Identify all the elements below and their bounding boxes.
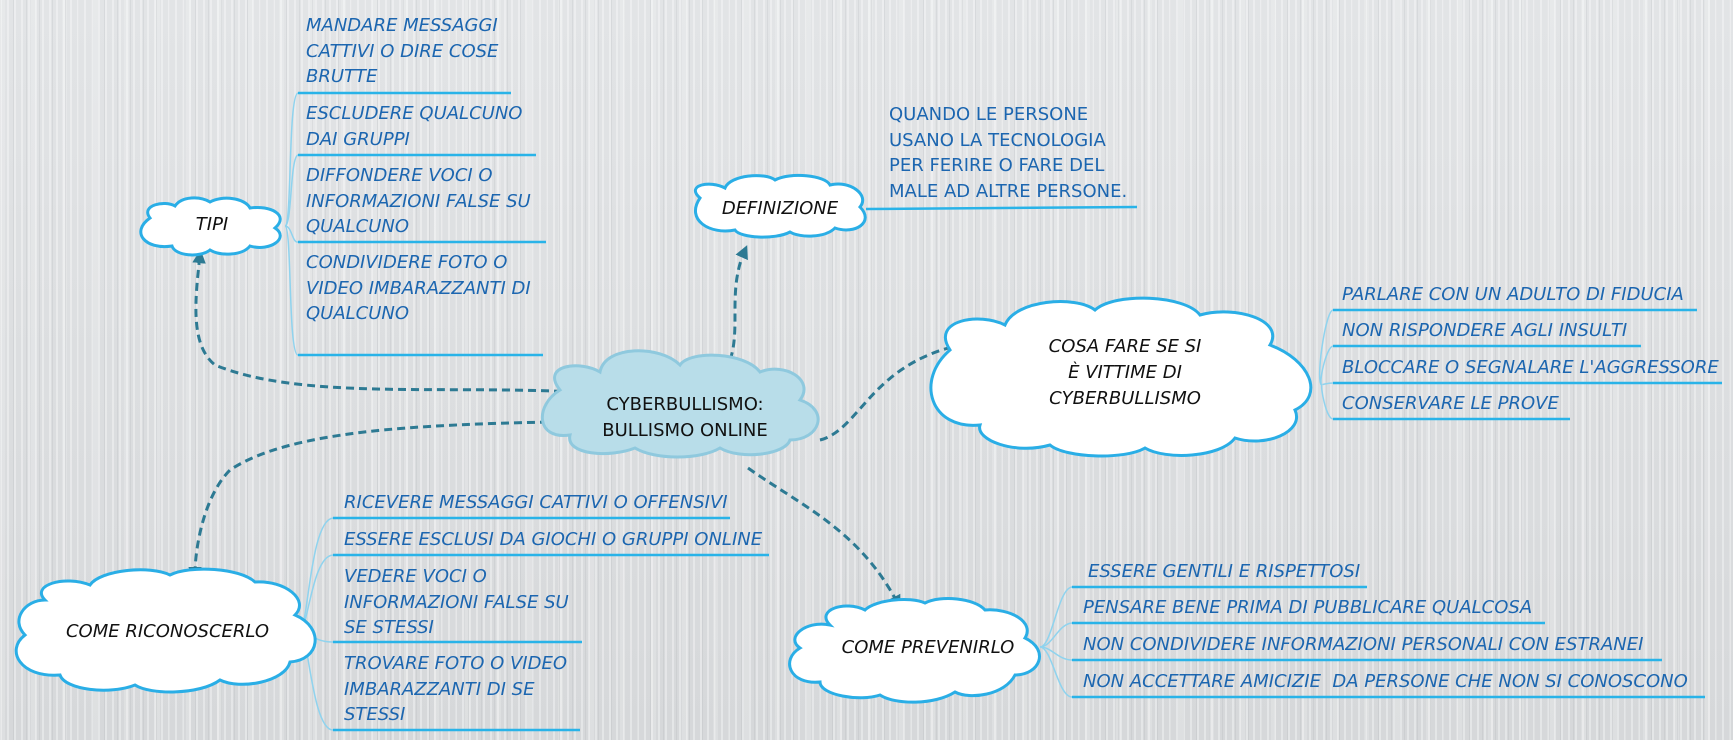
vittime-item-1: PARLARE CON UN ADULTO DI FIDUCIA [1342,284,1684,305]
definizione-text-line2: USANO LA TECNOLOGIA [889,129,1106,151]
riconoscerlo-node-label[interactable]: COME RICONOSCERLO [65,621,270,642]
riconoscerlo-branches [299,516,769,732]
tipi-item-3-line1: DIFFONDERE VOCI O [306,165,493,186]
connector-to-tipi [192,249,576,394]
riconoscerlo-item-3-line1: VEDERE VOCI O [344,566,487,587]
vittime-node-label[interactable]: COSA FARE SE SI È VITTIME DI CYBERBULLIS… [1030,334,1220,412]
tipi-item-1-line1: MANDARE MESSAGGI [306,15,498,36]
riconoscerlo-item-2: ESSERE ESCLUSI DA GIOCHI O GRUPPI ONLINE [344,529,763,550]
tipi-node-label[interactable]: TIPI [195,214,229,235]
definizione-text: QUANDO LE PERSONE USANO LA TECNOLOGIA PE… [889,102,1127,204]
branch-lines [284,91,1722,732]
riconoscerlo-item-3: VEDERE VOCI O INFORMAZIONI FALSE SU SE S… [344,564,569,641]
tipi-item-4: CONDIVIDERE FOTO O VIDEO IMBARAZZANTI DI… [306,250,531,327]
connector-to-prevenirlo [747,466,901,609]
tipi-item-1-line3: BRUTTE [306,66,378,87]
riconoscerlo-item-4-line1: TROVARE FOTO O VIDEO [344,653,567,674]
riconoscerlo-item-3-line3: SE STESSI [344,617,434,638]
vittime-cloud[interactable] [929,296,1313,458]
vittime-label-line2: È VITTIME DI [1068,362,1182,383]
tipi-item-4-line1: CONDIVIDERE FOTO O [306,252,508,273]
vittime-label-line1: COSA FARE SE SI [1048,336,1202,357]
prevenirlo-item-2: PENSARE BENE PRIMA DI PUBBLICARE QUALCOS… [1083,597,1533,618]
vittime-label-line3: CYBERBULLISMO [1049,388,1201,409]
prevenirlo-branches [1039,585,1705,699]
tipi-item-2-line2: DAI GRUPPI [306,128,410,150]
definizione-cloud[interactable] [693,173,867,239]
central-label-line2: BULLISMO ONLINE [602,420,768,441]
tipi-item-3-line2: INFORMAZIONI FALSE SU [306,190,531,212]
connector-to-definizione [723,245,748,373]
prevenirlo-item-1: ESSERE GENTILI E RISPETTOSI [1088,561,1361,582]
definizione-text-line1: QUANDO LE PERSONE [889,104,1089,125]
central-cloud[interactable] [541,349,820,459]
connector-to-riconoscerlo [188,420,549,581]
riconoscerlo-item-4-line2: IMBARAZZANTI DI SE [344,678,535,700]
prevenirlo-item-4: NON ACCETTARE AMICIZIE DA PERSONE CHE NO… [1083,671,1688,692]
tipi-item-3-line3: QUALCUNO [306,216,410,237]
tipi-item-2: ESCLUDERE QUALCUNO DAI GRUPPI [306,101,522,152]
definizione-text-line4: MALE AD ALTRE PERSONE. [889,180,1128,202]
riconoscerlo-item-3-line2: INFORMAZIONI FALSE SU [344,591,569,613]
prevenirlo-node-label[interactable]: COME PREVENIRLO [841,637,1015,658]
tipi-item-3: DIFFONDERE VOCI O INFORMAZIONI FALSE SU … [306,163,531,240]
vittime-item-2: NON RISPONDERE AGLI INSULTI [1342,320,1628,341]
connectors [188,245,966,609]
definizione-node-label[interactable]: DEFINIZIONE [721,198,839,219]
tipi-cloud[interactable] [139,196,282,257]
vittime-item-3: BLOCCARE O SEGNALARE L'AGGRESSORE [1342,357,1719,378]
tipi-item-2-line1: ESCLUDERE QUALCUNO [306,103,523,124]
tipi-item-4-line2: VIDEO IMBARAZZANTI DI [306,277,531,299]
prevenirlo-cloud[interactable] [788,597,1041,704]
vittime-branches [1318,308,1722,421]
central-label-line1: CYBERBULLISMO: [606,394,764,415]
tipi-branches [284,91,546,357]
tipi-item-4-line3: QUALCUNO [306,303,410,324]
prevenirlo-item-3: NON CONDIVIDERE INFORMAZIONI PERSONALI C… [1083,634,1644,655]
central-node-label[interactable]: CYBERBULLISMO: BULLISMO ONLINE [595,392,775,444]
connector-to-vittime [819,340,966,442]
riconoscerlo-cloud[interactable] [14,567,317,694]
definizione-text-line3: PER FERIRE O FARE DEL [889,155,1105,176]
vittime-item-4: CONSERVARE LE PROVE [1342,393,1559,414]
tipi-item-1: MANDARE MESSAGGI CATTIVI O DIRE COSE BRU… [306,13,498,90]
riconoscerlo-item-4: TROVARE FOTO O VIDEO IMBARAZZANTI DI SE … [344,651,567,728]
cloud-shapes [14,173,1313,704]
riconoscerlo-item-1: RICEVERE MESSAGGI CATTIVI O OFFENSIVI [344,492,728,513]
tipi-item-1-line2: CATTIVI O DIRE COSE [306,40,499,62]
riconoscerlo-item-4-line3: STESSI [344,704,406,725]
definizione-branch [865,205,1138,211]
